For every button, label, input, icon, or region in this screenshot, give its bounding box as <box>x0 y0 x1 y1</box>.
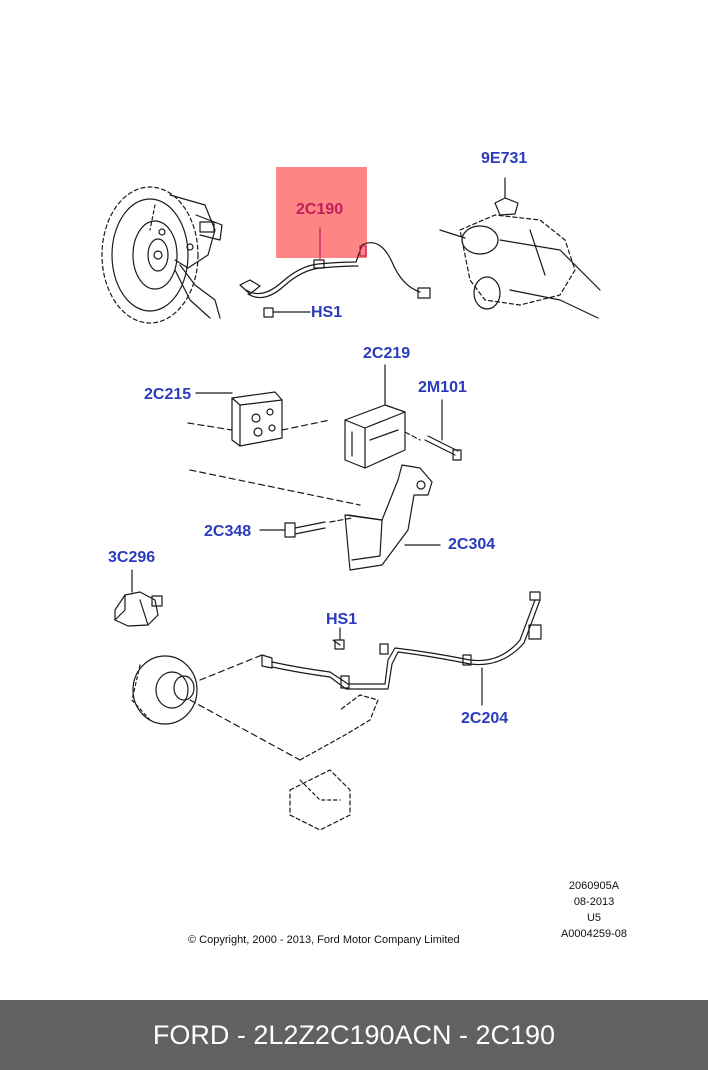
drawing-date: 08-2013 <box>573 896 615 908</box>
bolt-2c348 <box>259 517 353 538</box>
callout-2m101[interactable]: 2M101 <box>418 379 467 396</box>
differential-housing <box>439 177 601 319</box>
footer-ref-number: N - 2C190 <box>432 1019 556 1050</box>
sensor-2c204-drawing <box>261 591 542 706</box>
highlight-box <box>276 167 367 258</box>
callout-2c348[interactable]: 2C348 <box>204 523 252 540</box>
front-hub-assembly <box>101 186 223 324</box>
sensor-3c296 <box>114 569 163 627</box>
copyright-notice: © Copyright, 2000 - 2013, Ford Motor Com… <box>188 934 460 946</box>
footer-bar: FORD - 2L2Z2C190AC N - 2C190 <box>0 1000 708 1070</box>
callout-2c304[interactable]: 2C304 <box>448 536 496 553</box>
rear-hub-assembly <box>131 654 379 831</box>
screw-hs1-top <box>263 307 311 318</box>
drawing-metadata: 2060905A 08-2013 U5 A0004259-08 <box>552 878 636 942</box>
sensor-2c190-drawing <box>239 227 431 299</box>
callout-2c219[interactable]: 2C219 <box>363 345 411 362</box>
drawing-u5: U5 <box>586 912 602 924</box>
callout-2c215[interactable]: 2C215 <box>144 386 192 403</box>
screw-hs1-bottom <box>334 627 345 650</box>
footer-part-number: FORD - 2L2Z2C190AC <box>152 1019 433 1050</box>
drawing-ref: A0004259-08 <box>560 928 628 940</box>
callout-hs1-bottom[interactable]: HS1 <box>326 611 358 628</box>
callout-3c296[interactable]: 3C296 <box>108 549 156 566</box>
drawing-code: 2060905A <box>568 880 620 892</box>
callout-9e731[interactable]: 9E731 <box>481 150 528 167</box>
abs-module-2c215 <box>187 391 331 447</box>
callout-2c204[interactable]: 2C204 <box>461 710 509 727</box>
bracket-2c219 <box>344 364 421 469</box>
callout-hs1-top[interactable]: HS1 <box>311 304 343 321</box>
parts-diagram <box>101 177 601 831</box>
bracket-2c304 <box>189 464 441 571</box>
callout-2c190[interactable]: 2C190 <box>296 201 344 218</box>
bolt-2m101 <box>424 399 462 461</box>
